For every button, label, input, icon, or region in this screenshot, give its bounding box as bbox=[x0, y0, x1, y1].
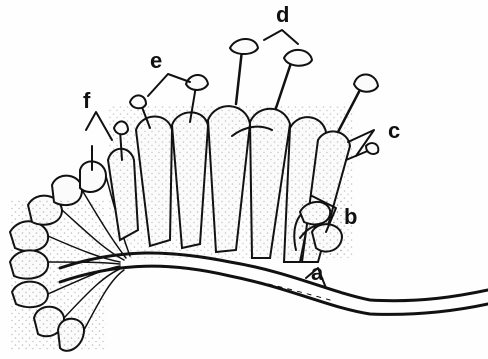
pendant-flower bbox=[294, 198, 344, 256]
stalk bbox=[60, 253, 488, 314]
label-d: d bbox=[276, 2, 289, 27]
label-c: c bbox=[388, 118, 400, 143]
label-a: a bbox=[311, 260, 324, 285]
label-b: b bbox=[344, 204, 357, 229]
label-f: f bbox=[83, 88, 91, 113]
label-e: e bbox=[150, 48, 162, 73]
